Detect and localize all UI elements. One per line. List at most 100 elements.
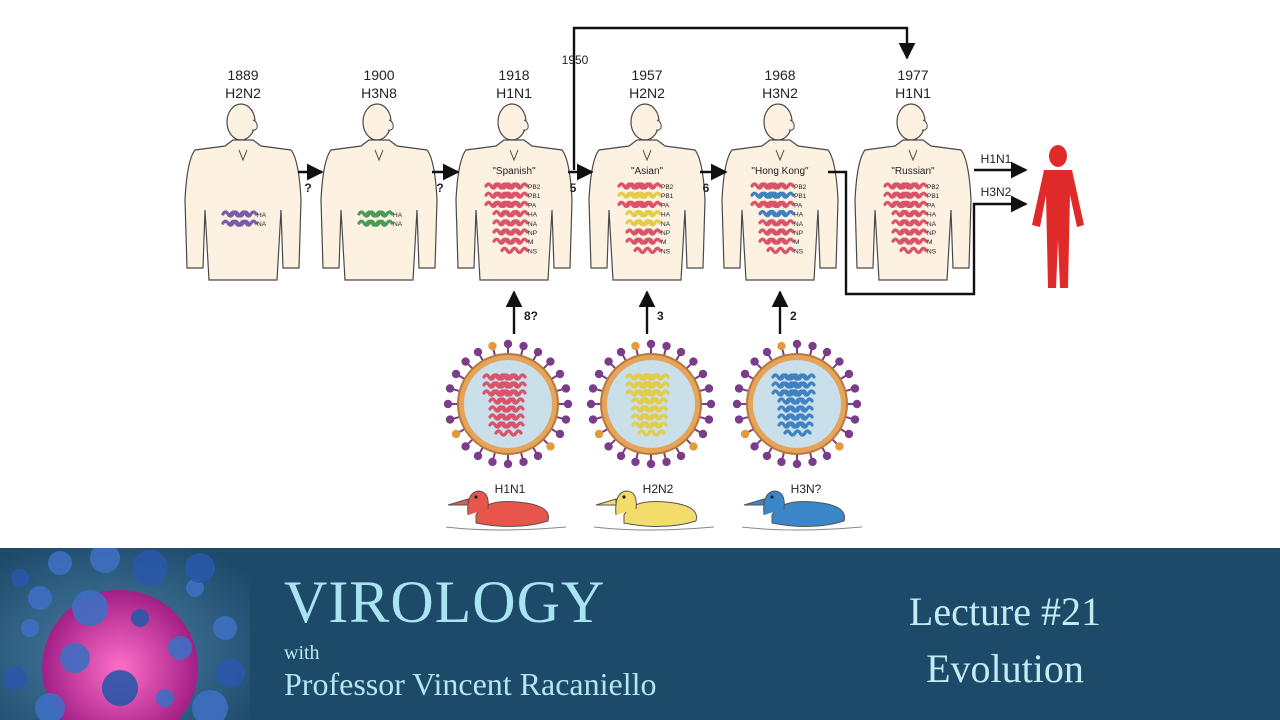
gene-label: HA: [528, 212, 538, 219]
gene-label: NA: [794, 221, 804, 228]
surface-protein-blob: [21, 619, 39, 637]
gene-label: NS: [661, 248, 671, 255]
torso: [588, 139, 706, 281]
gene-label: HA: [794, 212, 804, 219]
spike-head: [822, 451, 832, 461]
head: [763, 103, 793, 141]
spike-head: [555, 369, 565, 379]
surface-protein-blob: [215, 658, 245, 688]
duck-3: H3N?: [741, 482, 863, 531]
spike-head: [519, 341, 528, 351]
nose: [655, 119, 662, 131]
spike-head: [473, 347, 483, 357]
gene-label: NP: [528, 230, 537, 237]
water-line: [741, 526, 863, 531]
spike-head: [445, 384, 455, 393]
spike-head: [689, 442, 698, 451]
spike-head: [704, 415, 714, 424]
surface-protein-blob: [48, 551, 72, 575]
duck-eye: [474, 495, 478, 499]
figure-subtype: H3N2: [762, 85, 798, 101]
nose: [387, 119, 394, 131]
spike-head: [604, 357, 613, 366]
gene-label: NS: [927, 248, 937, 255]
gene-label: NA: [393, 221, 403, 228]
nose: [522, 119, 529, 131]
duck-eye: [622, 495, 626, 499]
spike-head: [616, 451, 626, 461]
lecture-number: Lecture #21: [908, 589, 1102, 634]
spike-head: [503, 339, 513, 349]
spike-head: [808, 341, 817, 351]
spike-head: [740, 429, 750, 439]
surface-protein-blob: [11, 569, 29, 587]
torso: [455, 139, 573, 281]
duck-subtype: H1N1: [495, 482, 526, 496]
transition-label: ?: [304, 181, 311, 195]
spike-head: [461, 442, 470, 451]
spike-head: [646, 459, 656, 469]
spike-head: [732, 399, 742, 409]
spike-head: [488, 341, 497, 351]
spike-head: [792, 339, 802, 349]
spike-head: [822, 347, 832, 357]
figure-year: 1900: [363, 67, 394, 83]
surface-protein-blob: [60, 643, 90, 673]
spike-head: [533, 347, 543, 357]
gene-label: NA: [257, 221, 267, 228]
gene-label: PA: [661, 202, 670, 209]
spike-head: [662, 457, 671, 467]
spike-head: [473, 451, 483, 461]
spike-head: [588, 384, 598, 393]
figure-subtype: H3N8: [361, 85, 397, 101]
spike-head: [563, 399, 573, 409]
professor-name: Professor Vincent Racaniello: [284, 666, 657, 702]
transition-label: 6: [703, 181, 710, 195]
torso: [854, 139, 972, 281]
spike-head: [594, 369, 604, 379]
torso: [721, 139, 839, 281]
nose: [921, 119, 928, 131]
virus-particle-2: [586, 339, 716, 469]
gene-label: PB1: [528, 193, 541, 200]
figure-year: 1918: [498, 67, 529, 83]
spike-head: [706, 399, 716, 409]
figure-subtype: H1N1: [496, 85, 532, 101]
reassortment-count: 8?: [524, 309, 538, 323]
strain-name: "Spanish": [492, 166, 536, 177]
spike-head: [852, 399, 862, 409]
gene-label: PB1: [794, 193, 807, 200]
gene-label: PB2: [794, 184, 807, 191]
strain-name: "Asian": [631, 166, 664, 177]
spike-head: [734, 415, 744, 424]
duck-2: H2N2: [593, 482, 715, 531]
strain-name: "Russian": [891, 166, 935, 177]
with-label: with: [284, 642, 320, 664]
spike-head: [451, 429, 461, 439]
spike-head: [445, 415, 455, 424]
spike-head: [676, 451, 686, 461]
spike-head: [604, 442, 613, 451]
head: [497, 103, 527, 141]
spike-head: [808, 457, 817, 467]
gene-label: M: [794, 239, 799, 246]
collar: [509, 149, 519, 162]
spike-head: [792, 459, 802, 469]
surface-protein-blob: [28, 586, 52, 610]
surface-protein-blob: [186, 579, 204, 597]
spike-head: [503, 459, 513, 469]
gene-label: PA: [528, 202, 537, 209]
duck-subtype: H3N?: [791, 482, 822, 496]
figure-year: 1977: [897, 67, 928, 83]
duck-body: [771, 501, 846, 528]
gene-label: PB2: [528, 184, 541, 191]
surface-protein-blob: [3, 666, 27, 690]
head: [896, 103, 926, 141]
strain-name: "Hong Kong": [751, 166, 809, 177]
spike-head: [546, 442, 555, 451]
